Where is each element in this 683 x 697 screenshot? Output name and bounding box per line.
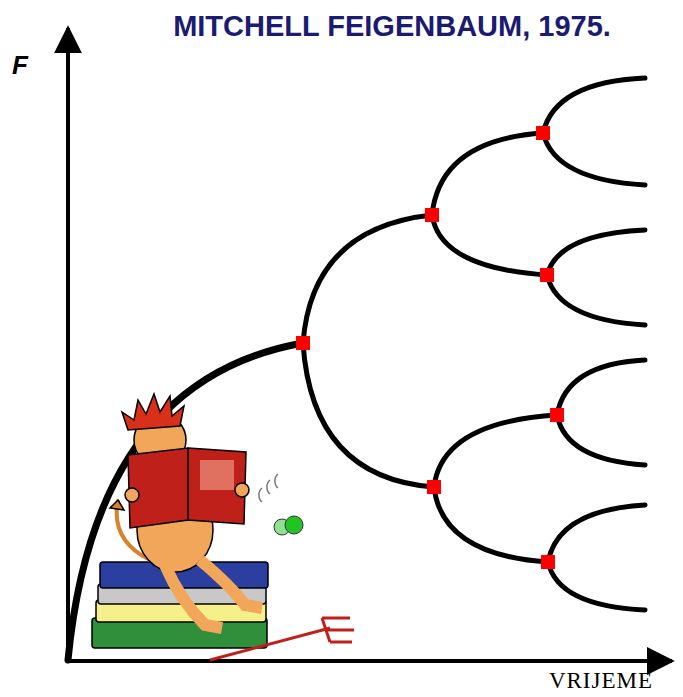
pitchfork [210,628,330,660]
hand [125,488,139,502]
leg [200,560,262,608]
branch [548,505,645,562]
bifurcation-point [427,480,441,494]
branch [547,275,645,325]
book-label [200,460,234,490]
branch [543,78,645,133]
bouncing-ball [259,474,303,535]
y-axis [66,28,70,662]
branch [557,415,645,465]
branch [543,133,645,185]
bifurcation-point [540,268,554,282]
bifurcation-point [536,126,550,140]
tail-tip [110,500,124,510]
axis-label: F [12,50,28,81]
main-branch [68,343,303,660]
bifurcation-curves [68,78,645,660]
hair [122,394,184,430]
branch [547,230,645,275]
title: MITCHELL FEIGENBAUM, 1975. [173,10,611,43]
hand [235,483,249,497]
devil-cartoon [92,394,354,660]
branch [303,343,434,487]
pitchfork-tines [322,618,354,642]
red-book [128,448,188,528]
bifurcation-point [541,555,555,569]
bifurcation-point [550,408,564,422]
branch [303,215,432,343]
branch [432,215,547,275]
branch [434,415,557,487]
branch [557,360,645,415]
branch [432,133,543,215]
branch [434,487,548,562]
bifurcation-point [425,208,439,222]
branch [548,562,645,610]
axis-label: VRIJEME [549,668,653,694]
bifurcation-points [296,126,564,569]
x-axis [66,659,672,663]
bifurcation-point [296,336,310,350]
